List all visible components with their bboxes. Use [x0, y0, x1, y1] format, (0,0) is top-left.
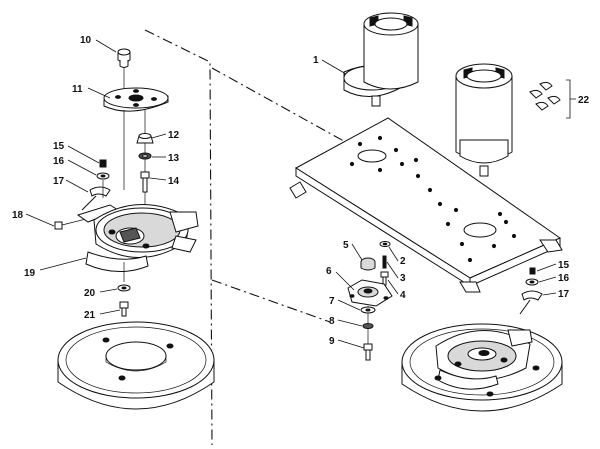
callout-20: 20 [84, 288, 96, 299]
callout-3: 3 [400, 273, 406, 284]
callout-22: 22 [578, 95, 590, 106]
part-pin-3 [382, 255, 387, 269]
callout-8: 8 [329, 316, 335, 327]
callout-labels: 10 11 12 13 14 15 16 17 18 19 20 21 1 5 … [12, 35, 590, 347]
part-screw-9 [363, 343, 373, 361]
callout-16-left: 16 [53, 156, 65, 167]
part-screw-4 [380, 271, 389, 286]
callout-17-right: 17 [558, 289, 570, 300]
callout-6: 6 [326, 266, 332, 277]
callout-12: 12 [168, 130, 180, 141]
part-hub-adapter-6 [347, 279, 393, 307]
part-bolt-14 [140, 171, 150, 193]
part-washer-20 [117, 284, 131, 292]
callout-19: 19 [24, 268, 36, 279]
callout-18: 18 [12, 210, 24, 221]
callout-21: 21 [84, 310, 96, 321]
callout-10: 10 [80, 35, 92, 46]
part-pad-driver-right [401, 323, 563, 412]
part-knob-cap [117, 48, 131, 68]
callout-13: 13 [168, 153, 180, 164]
callout-16-right: 16 [558, 273, 570, 284]
part-washer-2 [379, 241, 391, 247]
callout-17-left: 17 [53, 176, 65, 187]
assembly-boundary-line [144, 29, 361, 446]
part-spring-clip-left [81, 186, 111, 211]
part-flange-plate [103, 87, 169, 112]
part-pin-18 [54, 221, 63, 230]
callout-9: 9 [329, 336, 335, 347]
part-motor-1 [343, 12, 419, 107]
part-washer-7 [360, 306, 376, 314]
callout-14: 14 [168, 176, 180, 187]
part-screw-15-right [529, 267, 536, 275]
part-washer-13 [138, 152, 152, 160]
callout-15-right: 15 [558, 260, 570, 271]
part-motor-2 [455, 63, 513, 177]
part-washer-16-left [96, 172, 110, 180]
callout-15-left: 15 [53, 141, 65, 152]
part-clips-22 [529, 81, 561, 111]
callout-5: 5 [343, 240, 349, 251]
callout-7: 7 [329, 296, 335, 307]
callout-4: 4 [400, 290, 406, 301]
leader-lines [25, 39, 557, 349]
part-bearing-5 [360, 257, 376, 271]
callout-11: 11 [72, 84, 83, 95]
part-drive-hub-left [76, 204, 199, 273]
part-washer-8 [362, 323, 374, 329]
callout-1: 1 [313, 55, 319, 66]
part-mounting-plate [289, 117, 563, 293]
callout-2: 2 [400, 256, 406, 267]
part-pad-driver-left [57, 321, 215, 410]
part-spring-clip-right [519, 290, 543, 315]
part-nut [136, 133, 154, 144]
part-washer-16-right [525, 278, 539, 286]
part-screw-21 [119, 301, 129, 317]
part-screw-15-left [99, 159, 107, 168]
